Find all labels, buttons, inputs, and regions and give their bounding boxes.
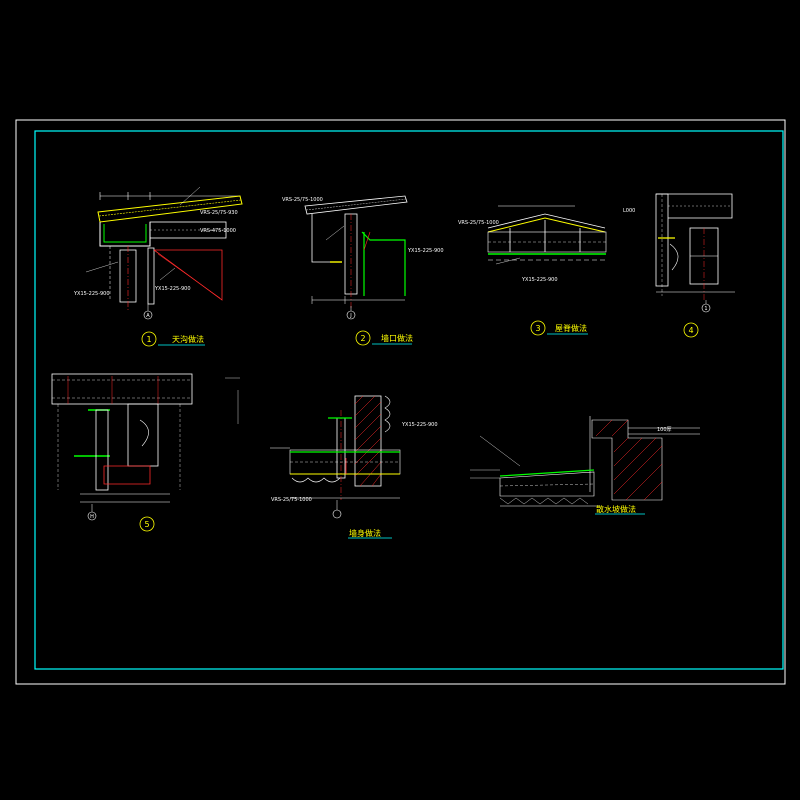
d6-note-right: YX15-225-900 xyxy=(401,422,438,428)
d6-note-panel: VRS-25/75-1000 xyxy=(271,497,312,503)
d6-title: 墙身做法 xyxy=(349,528,381,538)
inner-frame xyxy=(34,130,784,670)
d3-number: 3 xyxy=(535,324,540,333)
d2-axis-label: J xyxy=(349,313,351,319)
d1-note-wall: YX15-225-900 xyxy=(73,291,110,297)
d7-title: 散水坡做法 xyxy=(596,504,636,514)
d4-axis-label: 1 xyxy=(704,306,707,312)
d1-number: 1 xyxy=(146,335,151,344)
outer-frame xyxy=(15,119,786,685)
d1-note-lower: YX15-225-900 xyxy=(154,286,191,292)
d1-axis-label: A xyxy=(146,313,150,319)
d2-note-side: YX15-225-900 xyxy=(407,248,444,254)
d3-title: 屋脊做法 xyxy=(555,323,587,333)
detail-4: L000 1 4 xyxy=(623,193,735,338)
detail-1: YX15-225-900 VRS-25/75-930 VRS-475-1000 … xyxy=(73,186,243,347)
d2-note-panel: VRS-25/75-1000 xyxy=(282,197,323,203)
d1-title: 天沟做法 xyxy=(172,334,204,344)
detail-2: VRS-25/75-1000 YX15-225-900 J 2 墙口做法 xyxy=(282,195,444,346)
d4-number: 4 xyxy=(688,326,693,335)
d3-note-under: YX15-225-900 xyxy=(521,277,558,283)
d3-note-panel: VRS-25/75-1000 xyxy=(458,220,499,226)
d2-title: 墙口做法 xyxy=(381,333,413,343)
detail-7: 100厚 散水坡做法 xyxy=(470,416,700,515)
d5-number: 5 xyxy=(144,520,149,529)
detail-3: YX15-225-900 VRS-25/75-1000 3 屋脊做法 xyxy=(458,205,607,336)
detail-6: VRS-25/75-1000 YX15-225-900 墙身做法 xyxy=(270,395,438,539)
d7-note-right: 100厚 xyxy=(657,427,672,433)
d5-axis-label: H xyxy=(90,514,94,520)
d4-note-top: L000 xyxy=(623,208,635,214)
d1-note-under: VRS-475-1000 xyxy=(200,228,236,234)
d2-number: 2 xyxy=(360,334,365,343)
d1-number-bubble xyxy=(141,331,157,347)
detail-5: H 5 xyxy=(51,373,240,532)
d1-note-panel: VRS-25/75-930 xyxy=(200,210,238,216)
